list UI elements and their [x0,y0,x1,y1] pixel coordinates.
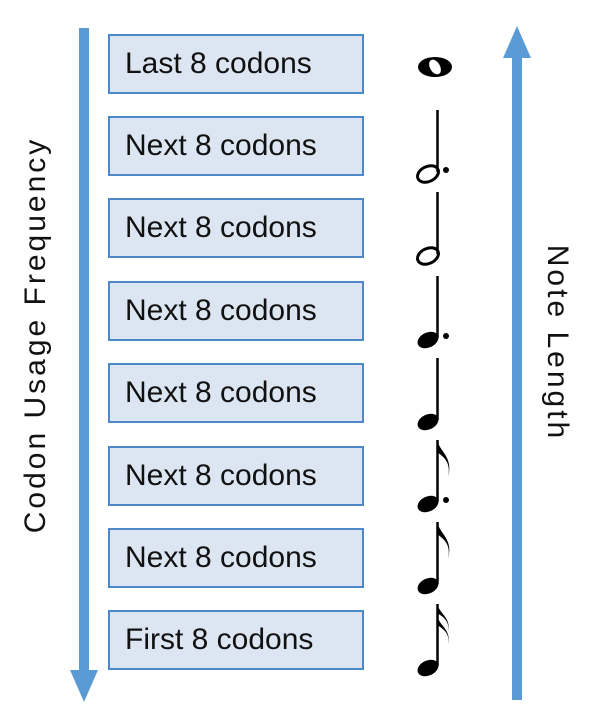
codon-group-box: Next 8 codons [108,116,364,176]
frequency-axis-label: Codon Usage Frequency [19,136,52,534]
codon-group-box: Last 8 codons [108,34,364,94]
eighth-note-icon [417,522,450,595]
codon-group-box: Next 8 codons [108,363,364,423]
frequency-arrow [70,28,98,702]
codon-group-box: Next 8 codons [108,281,364,341]
codon-group-box: First 8 codons [108,610,364,670]
dotted-half-note-icon [416,110,449,184]
note-length-axis-label: Note Length [541,244,574,442]
note-length-arrow [503,26,531,700]
codon-group-box: Next 8 codons [108,528,364,588]
dotted-eighth-note-icon [417,440,450,513]
codon-group-box: Next 8 codons [108,446,364,506]
half-note-icon [416,192,440,266]
whole-note-icon [418,57,452,77]
codon-group-box: Next 8 codons [108,198,364,258]
sixteenth-note-icon [417,604,449,677]
dotted-quarter-note-icon [417,276,449,349]
quarter-note-icon [417,358,439,431]
